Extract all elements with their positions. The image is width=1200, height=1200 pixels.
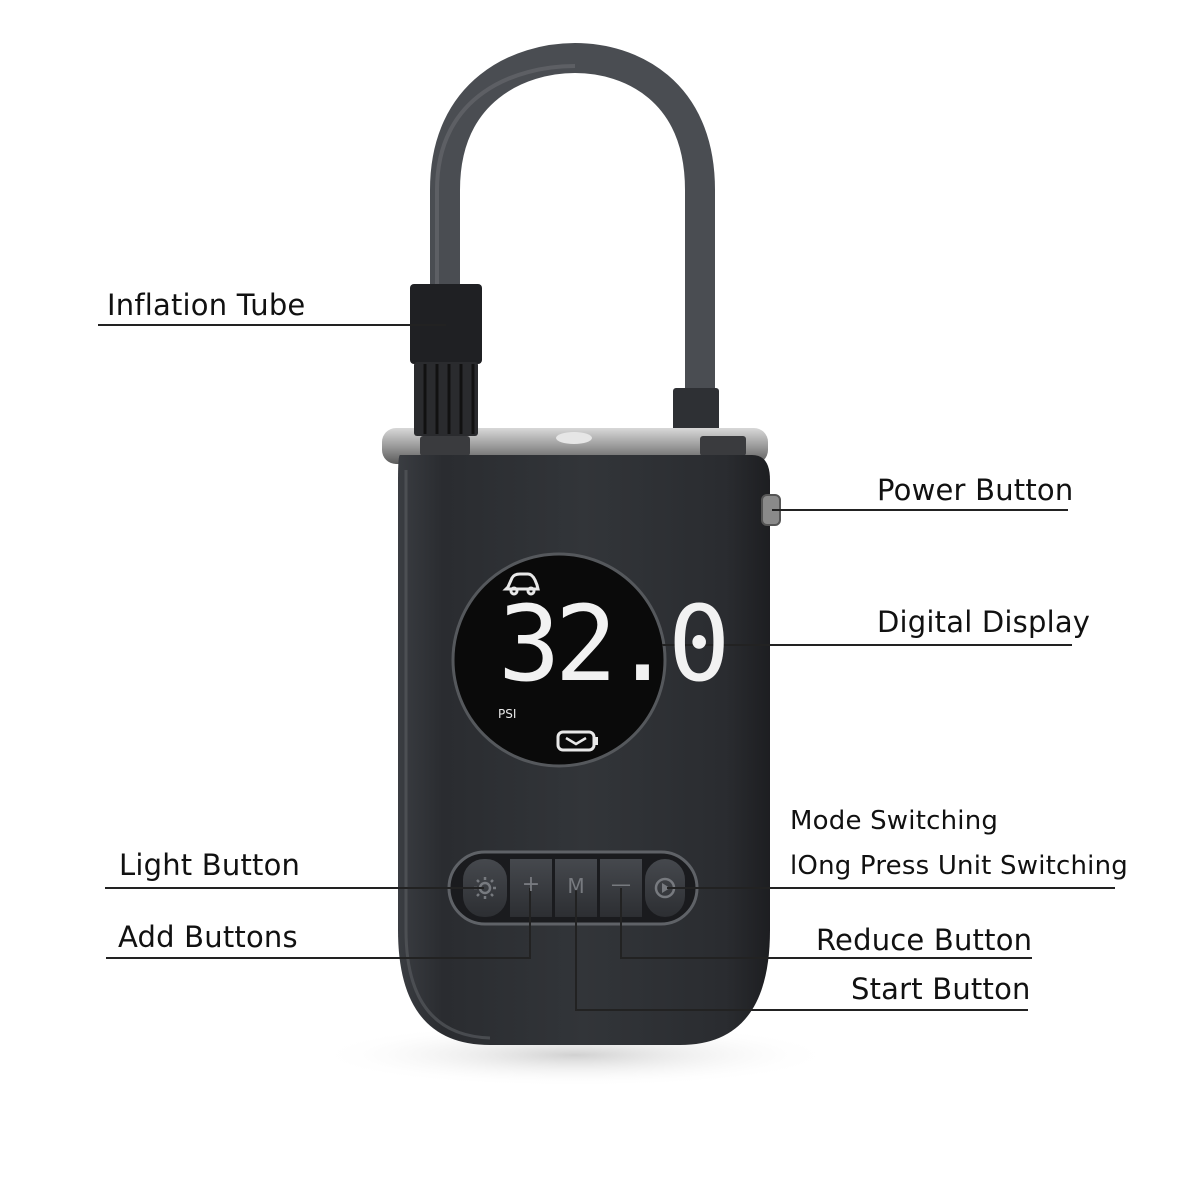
- car-icon: [502, 572, 540, 596]
- label-light-button: Light Button: [119, 848, 301, 882]
- display-reading: 32.0: [498, 583, 730, 705]
- mode-button[interactable]: M: [567, 874, 585, 898]
- leader-start-button: [575, 888, 1028, 1011]
- display-unit: PSI: [498, 707, 517, 721]
- digital-display: [451, 552, 667, 768]
- label-add-buttons: Add Buttons: [118, 920, 298, 954]
- hose-end-fitting: [673, 388, 719, 440]
- light-button[interactable]: [462, 858, 508, 918]
- hose: [430, 42, 715, 405]
- power-button-hit[interactable]: [760, 493, 782, 527]
- label-long-press: lOng Press Unit Switching: [790, 851, 1128, 881]
- label-digital-display: Digital Display: [877, 605, 1091, 639]
- label-mode-switching: Mode Switching: [790, 806, 999, 836]
- label-inflation-tube: Inflation Tube: [107, 288, 306, 322]
- label-reduce-button: Reduce Button: [816, 923, 1033, 957]
- add-button[interactable]: +: [521, 872, 541, 897]
- label-power-button: Power Button: [877, 473, 1074, 507]
- label-start-button: Start Button: [851, 972, 1031, 1006]
- battery-icon: [556, 730, 598, 752]
- start-button[interactable]: [644, 858, 686, 918]
- leader-add-buttons: [106, 888, 531, 959]
- reduce-button[interactable]: —: [611, 872, 631, 896]
- leader-reduce-button: [620, 888, 1032, 959]
